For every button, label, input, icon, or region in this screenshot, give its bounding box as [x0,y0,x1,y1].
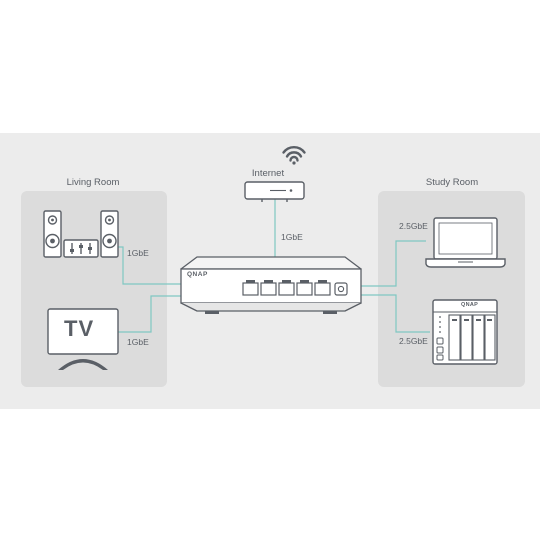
nas-icon [432,299,498,365]
laptop-icon [425,217,506,268]
link-label-speakers: 1GbE [126,248,150,258]
wire-laptop-switch [355,240,426,287]
wifi-icon [282,146,306,165]
wire-speakers-switch [118,246,187,285]
study-room-title: Study Room [425,177,479,188]
power-port-icon [334,282,348,296]
ethernet-ports [242,282,331,296]
diagram-svg [43,146,506,370]
link-label-tv: 1GbE [126,337,150,347]
speakers-icon [43,210,119,258]
diagram-canvas: Living Room Study Room Internet 1GbE 1Gb… [0,133,540,409]
network-wires [118,199,430,333]
link-label-nas: 2.5GbE [398,336,429,346]
wire-nas-switch [355,294,430,333]
internet-title: Internet [251,168,285,179]
switch-brand-logo: QNAP [187,271,208,278]
tv-screen-text: TV [64,316,95,341]
wire-tv-switch [118,295,187,333]
tv-icon [47,308,119,370]
network-switch-icon [180,256,362,314]
living-room-title: Living Room [66,177,120,188]
nas-brand-logo: QNAP [461,302,479,308]
link-label-laptop: 2.5GbE [398,221,429,231]
router-icon [244,181,305,202]
link-label-router-switch: 1GbE [280,232,304,242]
